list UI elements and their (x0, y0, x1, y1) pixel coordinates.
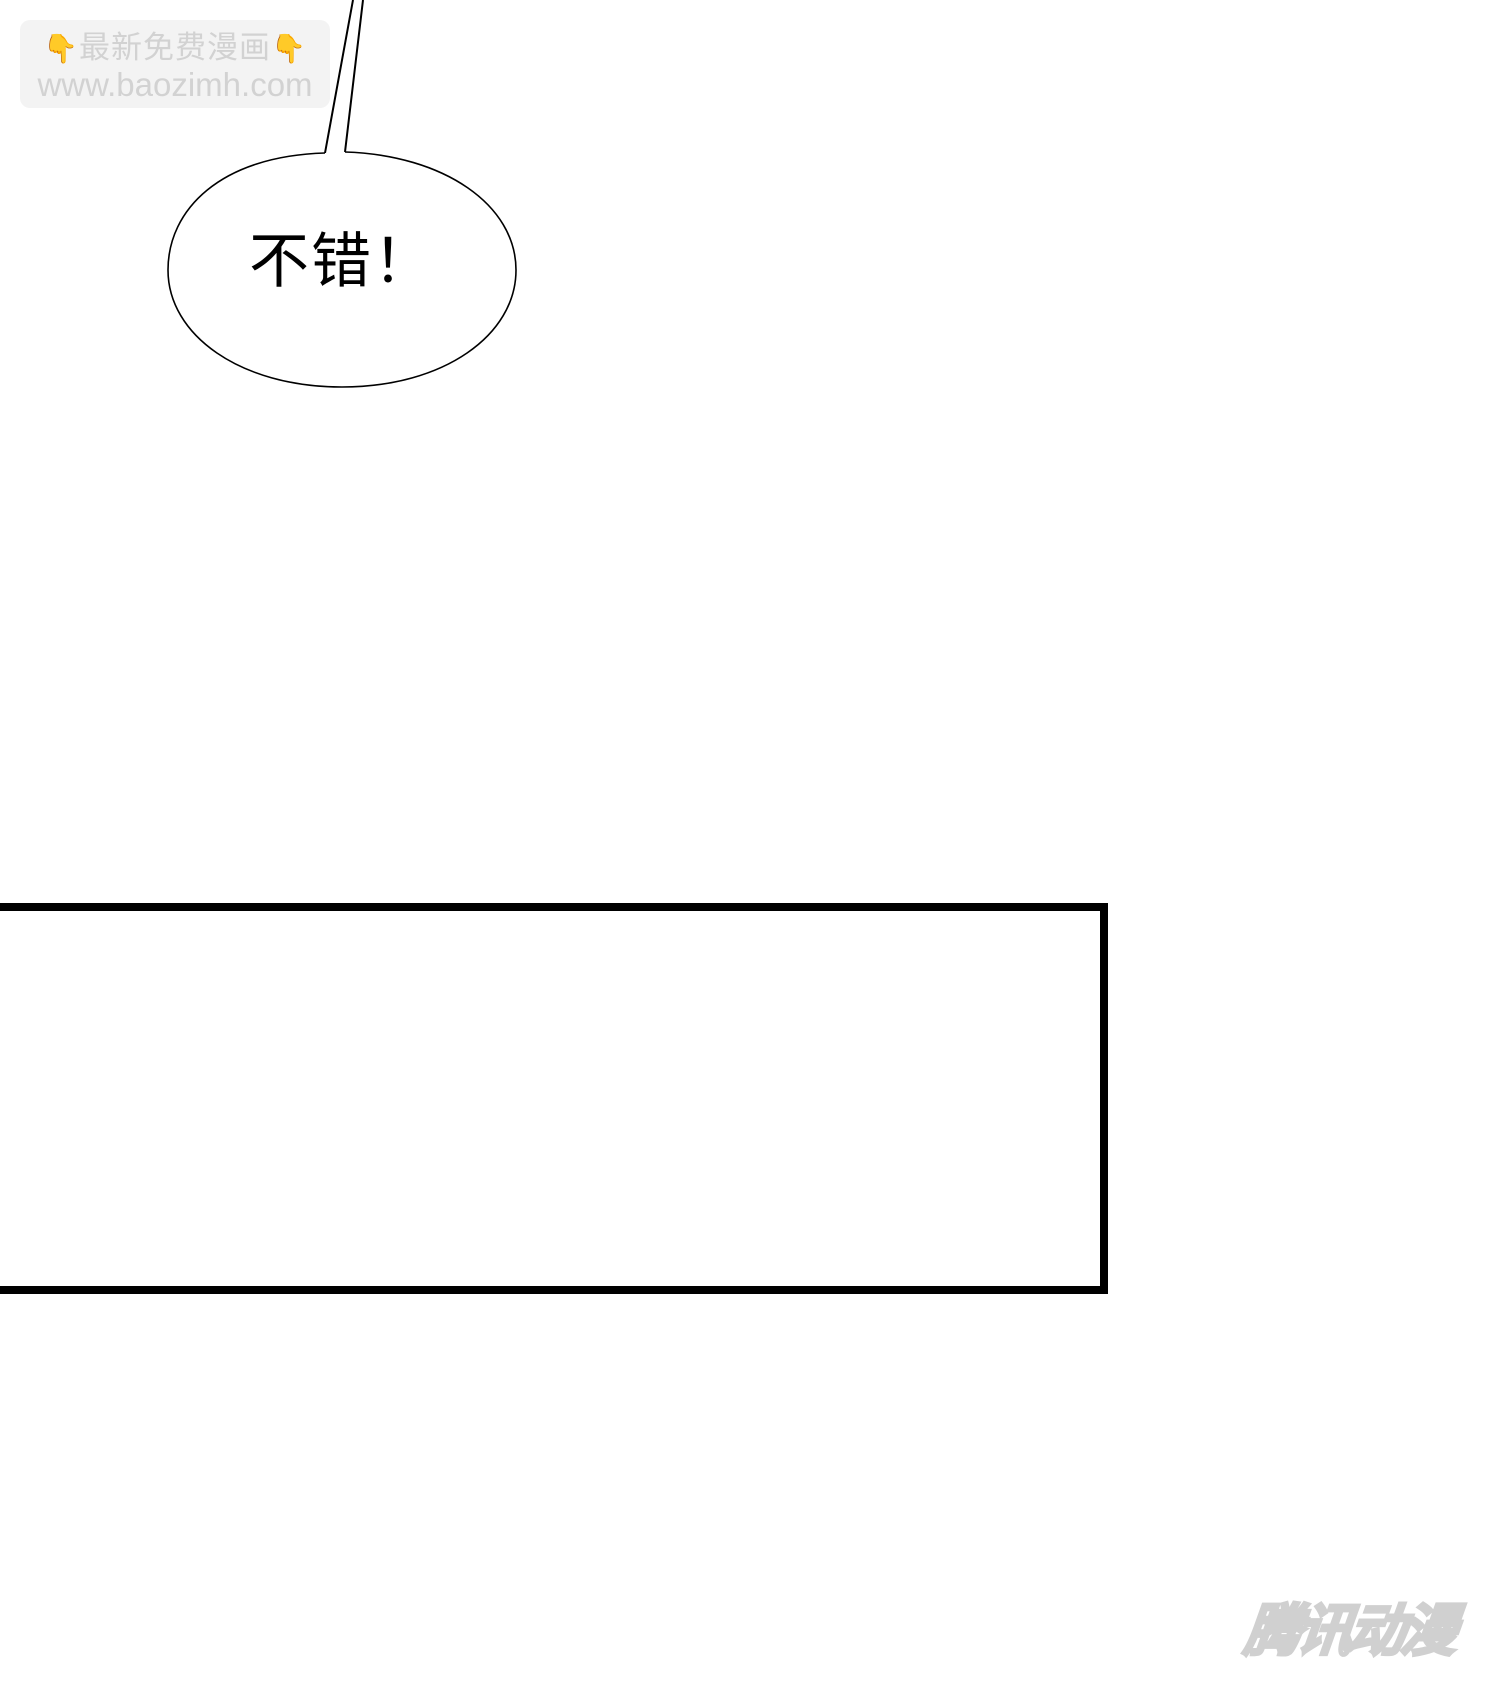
watermark-slogan: 最新免费漫画 (79, 30, 271, 66)
pointing-hand-icon: 👇 (271, 32, 307, 65)
watermark-url: www.baozimh.com (37, 66, 313, 103)
publisher-watermark: 腾讯动漫 (1240, 1598, 1458, 1666)
speech-bubble-tail (324, 0, 364, 154)
speech-bubble (167, 151, 517, 388)
speech-bubble-text: 不错！ (249, 227, 435, 297)
comic-panel (0, 903, 1108, 1294)
pointing-hand-icon: 👇 (43, 32, 79, 65)
site-watermark: 👇最新免费漫画👇 www.baozimh.com (20, 20, 330, 108)
